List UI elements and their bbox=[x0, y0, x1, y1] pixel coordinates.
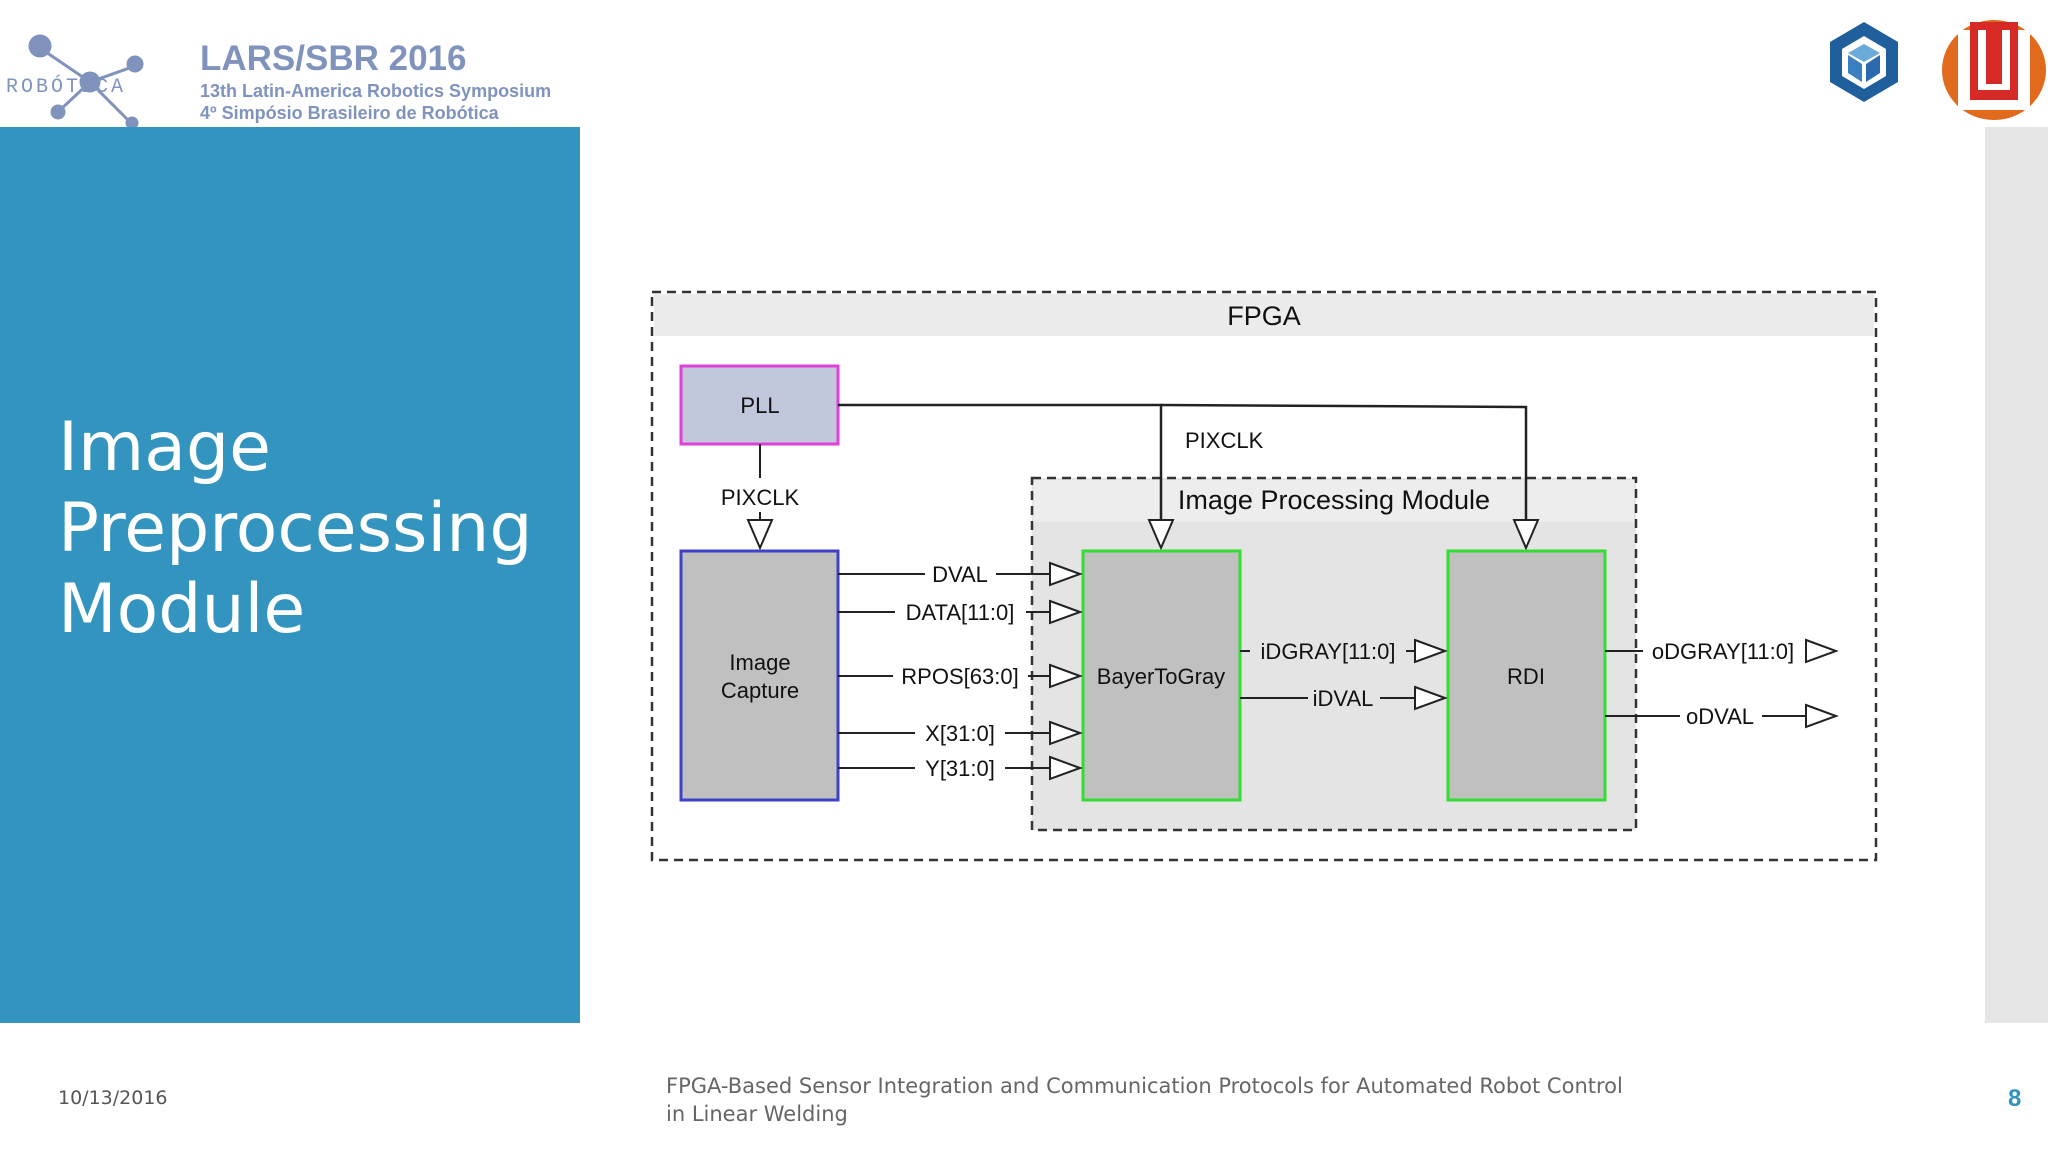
conference-line2: 4º Simpósio Brasileiro de Robótica bbox=[200, 103, 499, 123]
logo-text: LARS/SBR 2016 13th Latin-America Robotic… bbox=[200, 38, 551, 124]
pixclk-capture-label: PIXCLK bbox=[721, 485, 800, 510]
conference-header: ROBÓTICA LARS/SBR 2016 13th Latin-Americ… bbox=[0, 0, 580, 127]
node-icon bbox=[28, 34, 52, 58]
fpga-header-band bbox=[654, 294, 1874, 336]
signal-rpos: RPOS[63:0] bbox=[838, 663, 1083, 689]
pixclk-line-rdi bbox=[1160, 403, 1528, 520]
slide-title-line: Module bbox=[58, 570, 306, 649]
title-panel: Image Preprocessing Module bbox=[0, 127, 580, 1023]
signal-label: Y[31:0] bbox=[925, 756, 995, 781]
slide-title-line: Preprocessing bbox=[58, 489, 533, 568]
signal-label: X[31:0] bbox=[925, 721, 995, 746]
hexagon-cube-icon bbox=[1830, 22, 1898, 102]
bayertogray-block bbox=[1081, 549, 1242, 802]
page-number: 8 bbox=[2008, 1085, 2022, 1112]
capture-label-line1: Image bbox=[729, 650, 790, 675]
signal-y: Y[31:0] bbox=[838, 755, 1083, 781]
signal-idval: iDVAL bbox=[1240, 685, 1448, 711]
clock-arrow-bayer bbox=[1147, 519, 1175, 551]
conference-line1: 13th Latin-America Robotics Symposium bbox=[200, 81, 552, 101]
clock-arrow-rdi bbox=[1512, 519, 1540, 551]
signal-data: DATA[11:0] bbox=[838, 599, 1083, 625]
signal-label: oDGRAY[11:0] bbox=[1652, 639, 1794, 664]
signal-label: iDVAL bbox=[1313, 686, 1374, 711]
signal-idgray: iDGRAY[11:0] bbox=[1240, 638, 1448, 664]
signal-odgray: oDGRAY[11:0] bbox=[1605, 638, 1839, 664]
clock-arrow-capture bbox=[746, 519, 774, 551]
footer-title: FPGA-Based Sensor Integration and Commun… bbox=[666, 1074, 1623, 1126]
rdi-block bbox=[1446, 549, 1607, 802]
slide-title: Image Preprocessing Module bbox=[58, 407, 533, 650]
conference-title: LARS/SBR 2016 bbox=[200, 39, 467, 78]
footer-date: 10/13/2016 bbox=[58, 1087, 168, 1109]
capture-label-line2: Capture bbox=[721, 678, 799, 703]
signal-label: iDGRAY[11:0] bbox=[1261, 639, 1396, 664]
right-decor-strip bbox=[1985, 127, 2048, 1023]
pixclk-module-label: PIXCLK bbox=[1185, 428, 1264, 453]
slide-title-line: Image bbox=[58, 408, 271, 487]
logo-word: ROBÓTICA bbox=[6, 75, 126, 99]
signal-x: X[31:0] bbox=[838, 720, 1083, 746]
fpga-block-diagram: FPGA Image Processing Module PLL PIXCLK … bbox=[650, 290, 1878, 862]
university-shield-icon bbox=[1942, 20, 2046, 120]
pll-label: PLL bbox=[740, 393, 779, 418]
signal-dval: DVAL bbox=[838, 561, 1083, 587]
rdi-label: RDI bbox=[1507, 664, 1545, 689]
bayer-label: BayerToGray bbox=[1097, 664, 1225, 689]
signal-label: oDVAL bbox=[1686, 704, 1754, 729]
image-capture-block bbox=[679, 549, 840, 802]
fpga-label: FPGA bbox=[1227, 301, 1301, 331]
institution-logos bbox=[1830, 20, 2046, 120]
module-header-band bbox=[1034, 480, 1634, 522]
signal-label: RPOS[63:0] bbox=[901, 664, 1018, 689]
robotica-logo: ROBÓTICA bbox=[6, 34, 144, 127]
signal-label: DATA[11:0] bbox=[906, 600, 1015, 625]
module-label: Image Processing Module bbox=[1178, 485, 1490, 515]
signal-odval: oDVAL bbox=[1605, 703, 1839, 729]
signal-label: DVAL bbox=[932, 562, 988, 587]
